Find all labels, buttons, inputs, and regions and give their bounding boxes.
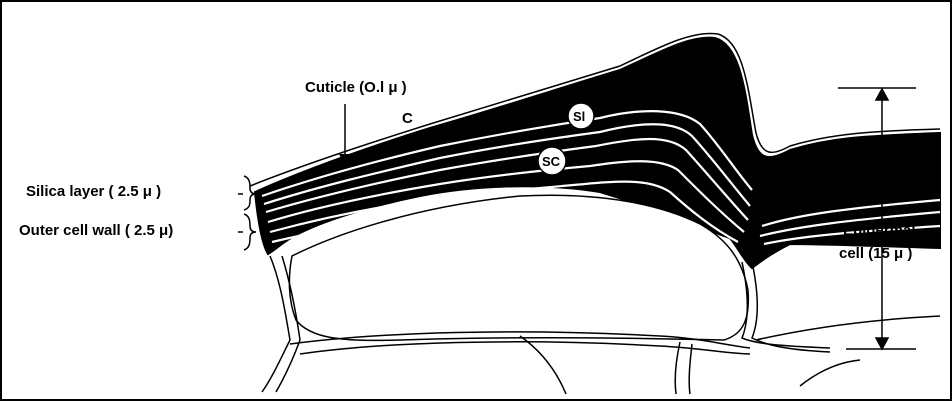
cuticle-label: Cuticle (O.l μ ) <box>305 79 407 97</box>
marker-sc-label: SC <box>542 153 560 171</box>
marker-si-label: Sl <box>573 108 585 126</box>
left-braces <box>238 176 256 250</box>
cuticle-letter-label: C <box>402 110 413 128</box>
epidermal-label: Epidermal <box>843 222 916 240</box>
outer-cell-wall-label: Outer cell wall ( 2.5 μ) <box>19 222 173 240</box>
silica-layer-label: Silica layer ( 2.5 μ ) <box>26 183 161 201</box>
cuticle-arrow <box>339 104 351 166</box>
epidermal-cell-lumen <box>289 195 748 340</box>
outer-wall-brace <box>244 214 256 250</box>
epidermal-cell-label: cell (15 μ ) <box>839 245 912 263</box>
